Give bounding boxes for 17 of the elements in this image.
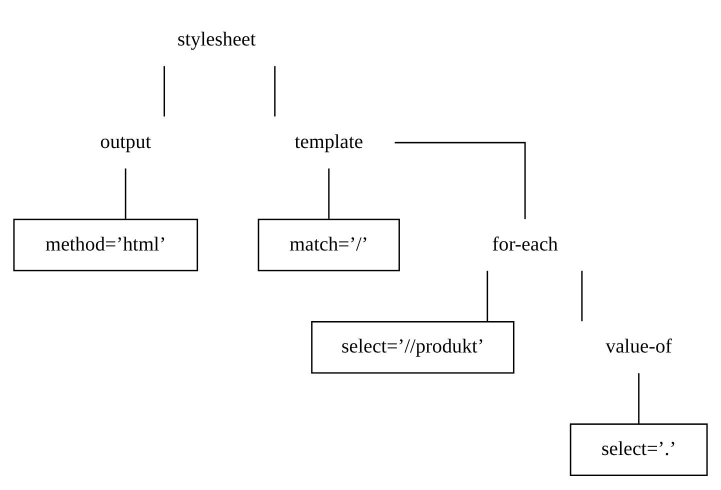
connector — [274, 66, 276, 116]
node-text: stylesheet — [177, 28, 256, 51]
node-box: match=’/’ — [258, 218, 400, 272]
node-text: template — [294, 130, 364, 153]
connector — [581, 270, 583, 322]
connector — [328, 168, 330, 219]
connector — [394, 142, 526, 220]
node-box: select=’.’ — [570, 423, 708, 476]
node-box: method=’html’ — [13, 218, 198, 272]
connector — [124, 168, 126, 219]
node-box: select=’//produkt’ — [311, 321, 514, 374]
node-text: for-each — [492, 233, 558, 256]
connector — [486, 270, 488, 322]
connector — [638, 373, 640, 424]
connector — [164, 66, 166, 116]
node-text: output — [100, 130, 151, 153]
node-text: value-of — [606, 336, 672, 358]
